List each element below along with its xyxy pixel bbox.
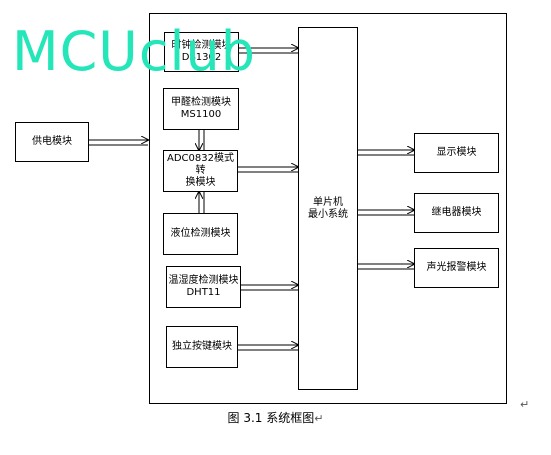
display-module-label: 显示模块 <box>436 147 477 158</box>
formaldehyde-module: 甲醛检测模块 MS1100 <box>163 88 239 130</box>
level-module-label: 液位检测模块 <box>170 228 231 239</box>
arrow-mcu-to-display <box>358 150 414 156</box>
relay-module: 继电器模块 <box>414 193 499 233</box>
adc-module-label: ADC0832模式转 换模块 <box>167 153 234 188</box>
arrow-formaldehyde-to-adc <box>199 130 205 150</box>
clock-module: 时钟检测模块 DS1302 <box>164 32 239 72</box>
keys-module: 独立按键模块 <box>166 326 238 368</box>
alarm-module-label: 声光报警模块 <box>426 262 487 273</box>
mcu-module: 单片机 最小系统 <box>298 27 358 390</box>
clock-module-label: 时钟检测模块 DS1302 <box>171 40 232 63</box>
alarm-module: 声光报警模块 <box>414 248 499 288</box>
power-module-label: 供电模块 <box>32 136 72 147</box>
formaldehyde-module-label: 甲醛检测模块 MS1100 <box>171 97 231 120</box>
keys-module-label: 独立按键模块 <box>172 341 232 352</box>
arrow-mcu-to-alarm <box>358 264 414 270</box>
temp-humidity-module-label: 温湿度检测模块 DHT11 <box>168 275 239 298</box>
mcu-module-label: 单片机 最小系统 <box>308 196 348 220</box>
arrow-keys-to-mcu <box>238 345 298 351</box>
power-module: 供电模块 <box>15 122 89 162</box>
level-module: 液位检测模块 <box>163 213 238 255</box>
display-module: 显示模块 <box>414 133 499 173</box>
arrow-power-to-frame <box>89 140 148 146</box>
relay-module-label: 继电器模块 <box>431 207 482 218</box>
system-frame <box>149 13 507 404</box>
arrow-mcu-to-relay <box>358 210 414 216</box>
arrow-temp-to-mcu <box>241 285 298 291</box>
arrow-adc-to-mcu <box>238 167 298 173</box>
caption-return-mark: ↵ <box>314 412 324 425</box>
adc-module: ADC0832模式转 换模块 <box>163 150 238 192</box>
arrow-clock-to-mcu <box>239 48 298 54</box>
figure-caption: 图 3.1 系统框图↵ <box>0 409 551 426</box>
temp-humidity-module: 温湿度检测模块 DHT11 <box>166 266 241 308</box>
paragraph-mark: ↵ <box>520 398 530 411</box>
arrow-level-to-adc <box>199 192 205 213</box>
caption-text: 图 3.1 系统框图 <box>227 411 315 425</box>
